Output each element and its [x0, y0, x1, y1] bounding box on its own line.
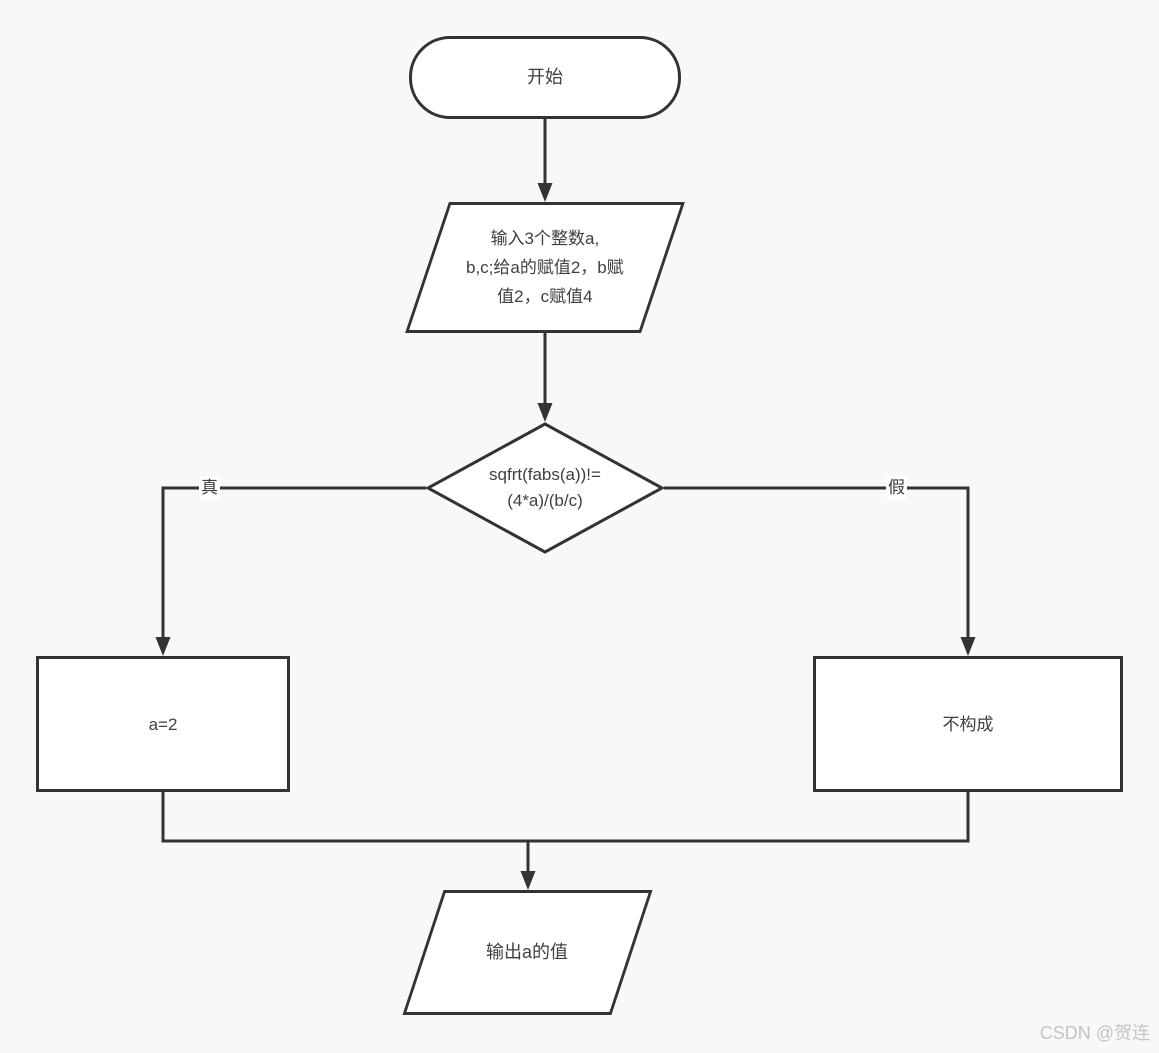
true-edge-label: 真 [199, 476, 220, 499]
true-process-node: a=2 [36, 656, 290, 792]
start-node: 开始 [409, 36, 681, 119]
false-edge-label: 假 [886, 476, 907, 499]
csdn-watermark: CSDN @贺连 [1039, 1023, 1150, 1043]
output-node: 输出a的值 [402, 890, 653, 1015]
arrowhead-input-to-decision [537, 403, 553, 422]
arrowhead-merge-to-output [520, 871, 536, 890]
edge-true-branch [161, 486, 426, 638]
arrowhead-true-branch [155, 637, 171, 656]
true-process-label: a=2 [148, 714, 178, 734]
input-label: 输入3个整数a, b,c;给a的赋值2，b赋 值2，c赋值4 [466, 229, 624, 306]
arrowhead-start-to-input [537, 183, 553, 202]
decision-node-label: sqfrt(fabs(a))!= (4*a)/(b/c) [489, 465, 601, 510]
edge-merge [161, 792, 970, 843]
false-process-label: 不构成 [942, 714, 994, 734]
start-label: 开始 [527, 67, 563, 87]
decision-diamond-shape [424, 422, 666, 554]
output-label: 输出a的值 [486, 942, 569, 962]
false-process-node: 不构成 [813, 656, 1123, 792]
arrowhead-false-branch [960, 637, 976, 656]
edge-false-branch [664, 486, 970, 638]
input-node: 输入3个整数a, b,c;给a的赋值2，b赋 值2，c赋值4 [405, 202, 685, 333]
